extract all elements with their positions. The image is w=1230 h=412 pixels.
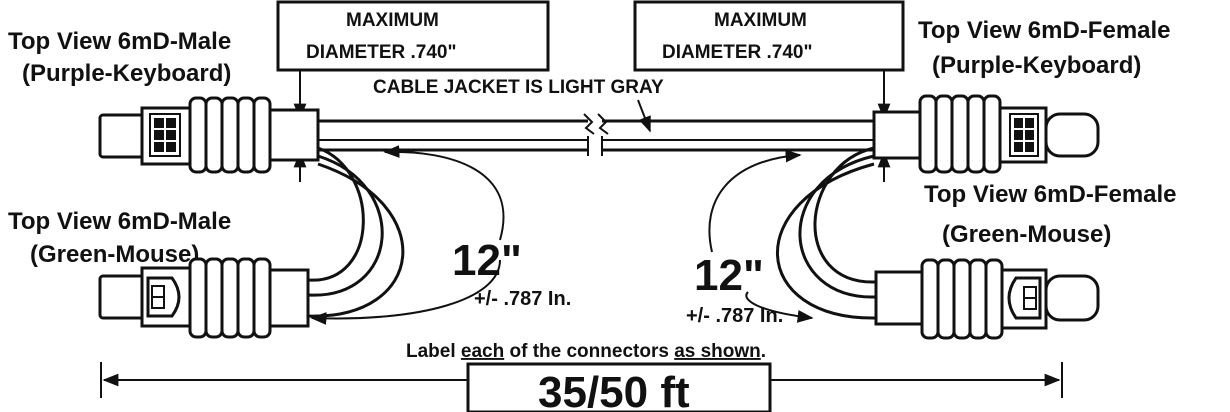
instruction-part2: each <box>461 341 504 362</box>
instruction-part5: . <box>761 341 766 362</box>
diameter-box-right-line2: DIAMETER .740" <box>662 42 813 63</box>
instruction-part3: of the connectors <box>504 341 674 362</box>
connector-left-top <box>98 96 320 174</box>
left-bottom-title: Top View 6mD-Male <box>8 208 231 235</box>
left-breakout-cable <box>307 145 505 325</box>
diameter-box-right-line1: MAXIMUM <box>714 10 807 31</box>
left-top-title: Top View 6mD-Male <box>8 28 231 55</box>
instruction-note: Label each of the connectors as shown. <box>406 341 766 362</box>
breakout-length-right: 12" <box>694 251 764 300</box>
right-breakout-cable <box>708 146 877 323</box>
right-bottom-sub: (Green-Mouse) <box>942 221 1111 248</box>
left-bottom-sub: (Green-Mouse) <box>30 241 199 268</box>
left-top-sub: (Purple-Keyboard) <box>22 60 231 87</box>
diameter-box-left-line2: DIAMETER .740" <box>306 42 457 63</box>
diameter-box-right: MAXIMUM DIAMETER .740" <box>633 0 905 72</box>
right-top-sub: (Purple-Keyboard) <box>932 52 1141 79</box>
connector-right-bottom <box>874 258 1100 340</box>
instruction-part4: as shown <box>674 341 761 362</box>
breakout-length-left: 12" <box>452 236 522 285</box>
instruction-part1: Label <box>406 341 461 362</box>
total-length-label: 35/50 ft <box>538 368 690 412</box>
connector-right-top <box>872 94 1100 174</box>
breakout-tolerance-left: +/- .787 In. <box>474 288 571 310</box>
total-length-dimension: 35/50 ft <box>100 362 1063 412</box>
connector-left-bottom <box>98 257 310 339</box>
right-top-title: Top View 6mD-Female <box>918 17 1171 44</box>
breakout-tolerance-right: +/- .787 In. <box>686 305 783 327</box>
diameter-box-left: MAXIMUM DIAMETER .740" <box>276 0 550 72</box>
diameter-box-left-line1: MAXIMUM <box>346 10 439 31</box>
cable-jacket-note: CABLE JACKET IS LIGHT GRAY <box>373 77 664 98</box>
main-cable <box>318 113 874 156</box>
right-bottom-title: Top View 6mD-Female <box>924 181 1177 208</box>
